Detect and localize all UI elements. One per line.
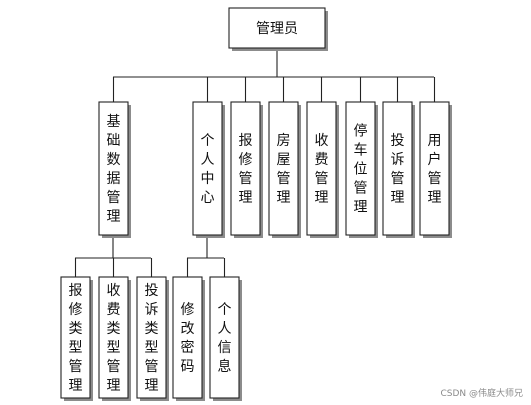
node-label-char: 停 (354, 123, 368, 140)
node-label-char: 费 (315, 152, 329, 168)
node-label-char: 管 (391, 171, 405, 187)
node-label-char: 管 (315, 171, 329, 187)
node-label-char: 理 (239, 190, 253, 206)
node-label-char: 户 (428, 151, 442, 168)
node-label-char: 密 (181, 339, 195, 356)
box-border (98, 101, 129, 236)
watermark: CSDN @伟庭大师兄 (440, 389, 523, 399)
node-label-char: 车 (354, 142, 368, 159)
node-label-char: 型 (145, 340, 159, 356)
box-border (228, 7, 326, 49)
node-label-char: 诉 (391, 152, 405, 168)
node-label-char: 修 (69, 302, 83, 318)
node-label-char: 报 (69, 283, 83, 299)
node-label-char: 中 (201, 171, 215, 187)
node-label-char: 管 (107, 359, 121, 375)
box-border (419, 101, 450, 236)
node-label-char: 理 (354, 200, 368, 216)
node-label-char: 位 (354, 162, 368, 178)
node-label-char: 码 (181, 359, 195, 375)
node-label-char: 管 (145, 359, 159, 375)
node-label-char: 屋 (277, 152, 291, 168)
node-label-char: 理 (428, 190, 442, 206)
node-label-char: 类 (107, 321, 121, 337)
connectors (74, 48, 436, 277)
box-border (268, 101, 299, 236)
node-label-char: 理 (391, 190, 405, 206)
box-border (136, 276, 167, 399)
box-border (98, 276, 129, 399)
node-label-char: 管 (428, 171, 442, 187)
node-label-char: 类 (69, 321, 83, 337)
node-label-char: 费 (107, 302, 121, 318)
node-label-char: 管 (277, 171, 291, 187)
node-label-char: 型 (69, 340, 83, 356)
node-label-char: 个 (218, 302, 232, 318)
box-border (209, 276, 240, 399)
node-label-char: 人 (201, 152, 215, 168)
node-label-char: 心 (201, 190, 215, 206)
node-label-char: 个 (201, 133, 215, 149)
node-label-char: 息 (218, 358, 232, 375)
box-border (230, 101, 261, 236)
node-label-char: 房 (277, 133, 291, 149)
node-label-char: 理 (107, 209, 121, 225)
node-label-char: 型 (107, 340, 121, 356)
node-label-char: 投 (145, 283, 159, 299)
node-label-char: 础 (107, 133, 121, 149)
box-border (382, 101, 413, 236)
nodes: 管理员基础数据管理个人中心报修管理房屋管理收费管理停车位管理投诉管理用户管理报修… (60, 7, 452, 401)
node-label-char: 据 (107, 171, 121, 187)
node-label-char: 收 (107, 283, 121, 299)
node-label-char: 投 (391, 133, 405, 149)
node-root: 管理员 (228, 7, 328, 51)
node-label-char: 理 (277, 190, 291, 206)
node-label-char: 数 (107, 152, 121, 168)
node-label-char: 理 (69, 378, 83, 394)
node-label-char: 基 (107, 113, 121, 130)
node-label-char: 用 (428, 133, 442, 149)
node-label: 管理员 (256, 21, 298, 37)
box-border (345, 101, 376, 236)
box-border (60, 276, 91, 399)
node-label-char: 报 (239, 133, 253, 149)
box-border (306, 101, 337, 236)
node-label-char: 收 (315, 133, 329, 149)
node-label-char: 诉 (145, 302, 159, 318)
node-label-char: 修 (181, 302, 195, 318)
node-label-char: 管 (239, 171, 253, 187)
node-label-char: 管 (107, 190, 121, 206)
node-label-char: 类 (145, 321, 159, 337)
box-border (192, 101, 223, 236)
node-label-char: 理 (315, 190, 329, 206)
box-border (172, 276, 203, 399)
node-label-char: 理 (145, 378, 159, 394)
node-label-char: 改 (181, 321, 195, 337)
node-label-char: 信 (218, 340, 232, 356)
node-label-char: 修 (239, 152, 253, 168)
node-label-char: 管 (354, 181, 368, 197)
node-label-char: 管 (69, 359, 83, 375)
node-label-char: 人 (218, 321, 232, 337)
node-label-char: 理 (107, 378, 121, 394)
